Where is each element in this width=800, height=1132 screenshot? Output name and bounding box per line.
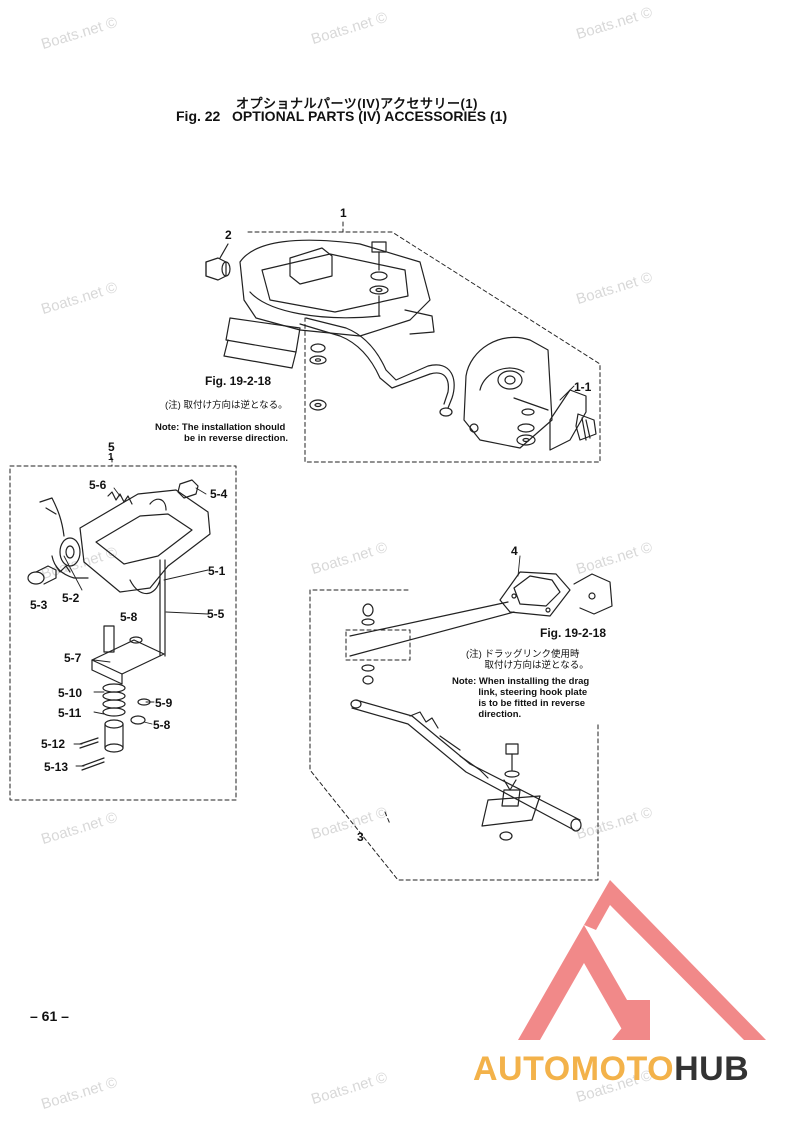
brand-wordmark: AUTOMOTOHUB: [473, 1050, 749, 1089]
brand-wordmark-auto: AUTOMOTO: [473, 1050, 675, 1088]
callout-part-5-13: 5-13: [44, 760, 69, 774]
note-upper-english: Note: The installation should be in reve…: [155, 422, 289, 444]
part-4-hook-plate: [349, 571, 613, 657]
lower-bolt: [361, 603, 375, 685]
part-5-6-spring: [107, 491, 133, 505]
callout-part-5-1: 5-1: [208, 564, 226, 578]
part-5-12-pin: [79, 737, 99, 749]
callout-part-4: 4: [511, 544, 518, 558]
callout-part-2: 2: [225, 228, 232, 242]
fig-ref-lower: Fig. 19-2-18: [540, 626, 607, 640]
brand-wordmark-hub: HUB: [674, 1050, 750, 1088]
upper-bracket: [223, 239, 435, 369]
part-5-1-bracket: [79, 489, 211, 657]
title-english: Fig. 22 OPTIONAL PARTS (IV) ACCESSORIES …: [176, 108, 508, 124]
callout-part-5-4: 5-4: [210, 487, 228, 501]
part-5-frame: [9, 457, 237, 801]
part-5-10-spring: [102, 683, 126, 717]
callout-part-1: 1: [340, 206, 347, 220]
lower-assembly-frame: [309, 589, 599, 881]
page-number: – 61 –: [30, 1008, 69, 1024]
callout-part-5-6: 5-6: [89, 478, 107, 492]
callout-part-5: 5: [108, 440, 115, 454]
part-3-drag-link: [350, 699, 582, 841]
part-5-11-collar: [104, 719, 124, 753]
note-upper-japanese: (注) 取付け方向は逆となる。: [165, 400, 288, 411]
callout-part-5-5: 5-5: [207, 607, 225, 621]
callout-part-5-8b: 5-8: [153, 718, 171, 732]
upper-bolt: [369, 241, 389, 317]
callout-part-5-12: 5-12: [41, 737, 66, 751]
part-5-3-knob: [27, 565, 57, 585]
note-lower-english: Note: When installing the drag link, ste…: [452, 676, 590, 720]
callout-part-5-8a: 5-8: [120, 610, 138, 624]
part-2-knob: [205, 243, 231, 281]
automotohub-logo-mark: [518, 880, 766, 1040]
callout-part-5-qty: 1: [108, 452, 114, 463]
callout-part-3: 3: [357, 830, 364, 844]
callout-part-5-10: 5-10: [58, 686, 83, 700]
callout-part-5-7: 5-7: [64, 651, 82, 665]
fig-ref-upper: Fig. 19-2-18: [205, 374, 272, 388]
title-japanese: オプショナルパーツ(IV)アクセサリー(1): [236, 96, 478, 111]
callout-part-5-9: 5-9: [155, 696, 173, 710]
part-5-13-pin: [81, 757, 105, 771]
callout-part-1-1: 1-1: [574, 380, 592, 394]
upper-washers: [309, 343, 327, 411]
callout-part-5-3: 5-3: [30, 598, 48, 612]
callout-part-5-11: 5-11: [58, 706, 82, 720]
upper-assembly-frame: [247, 221, 601, 463]
part-5-2-knob: [39, 497, 89, 579]
note-lower-japanese: (注) ドラッグリンク使用時 取付け方向は逆となる。: [466, 649, 589, 671]
upper-linkage-rod: [299, 317, 455, 417]
callout-part-5-2: 5-2: [62, 591, 80, 605]
leader-lines: [63, 385, 575, 767]
upper-mount-plate: [463, 336, 553, 449]
